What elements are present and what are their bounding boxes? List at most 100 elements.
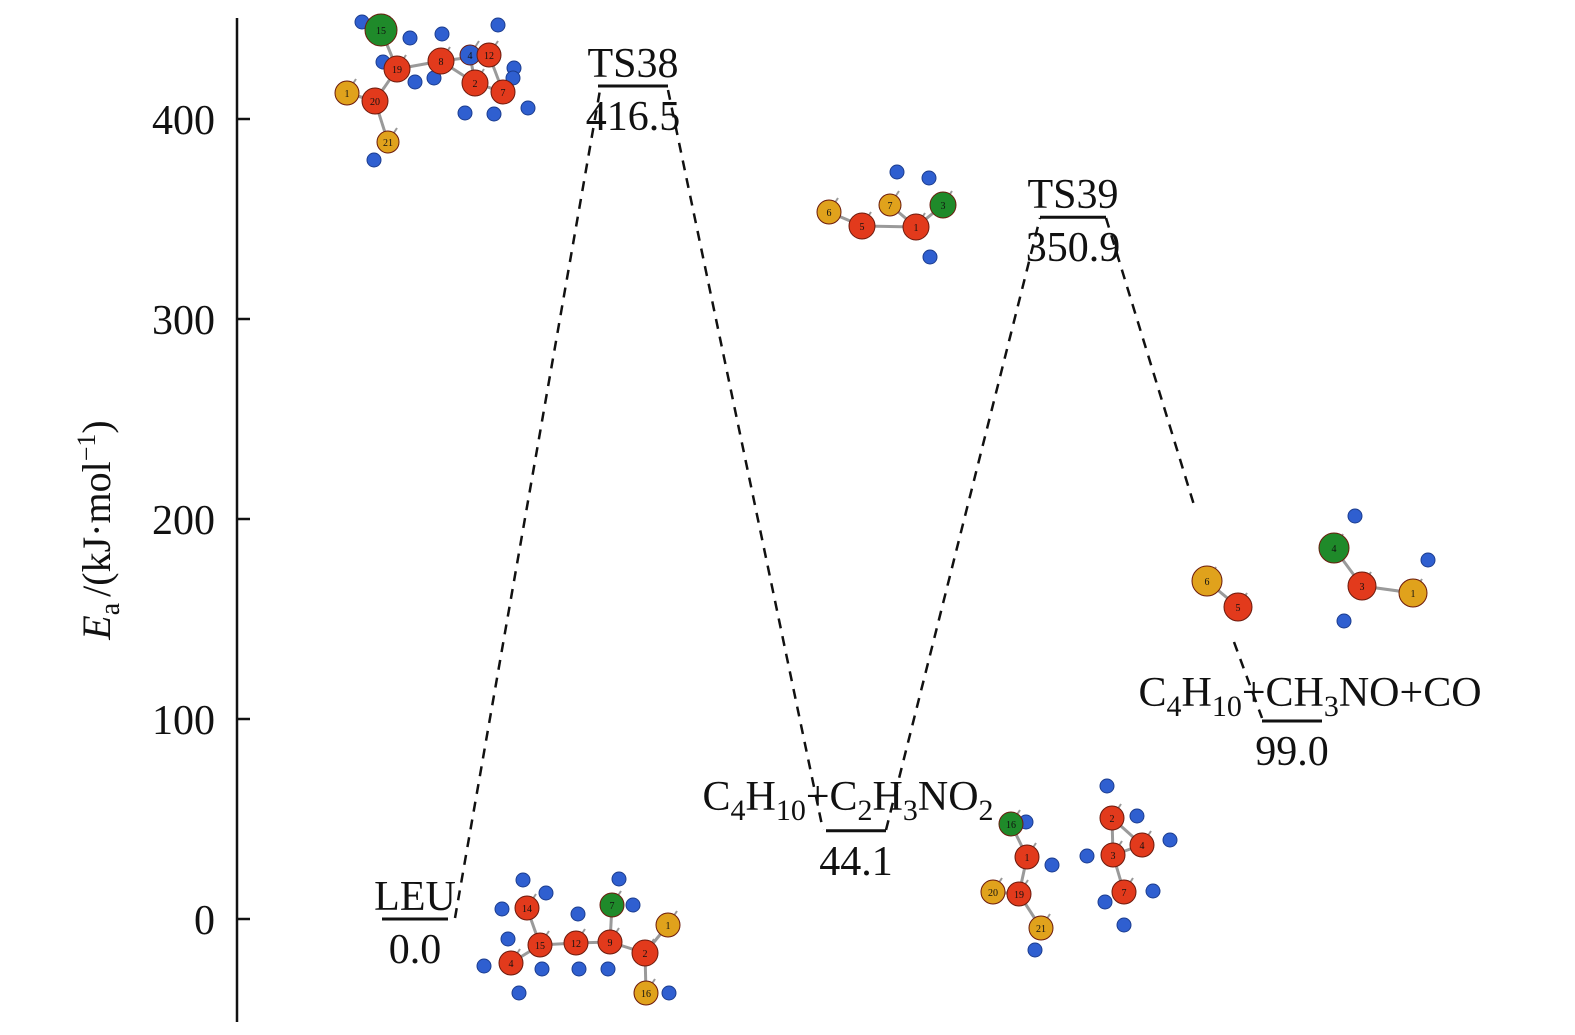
y-tick-label-0: 0 [194, 898, 215, 944]
connector-leu-ts38-c1 [453, 89, 602, 919]
mol-int1-nitrogen-atom-0 [998, 811, 1024, 837]
mol-prod-carbon-atom-3 [1347, 571, 1377, 601]
mol-leu-hydrogen-atom-9 [571, 961, 587, 977]
y-tick-label-300: 300 [152, 298, 215, 344]
mol-leu-nitrogen-atom-4 [599, 892, 625, 918]
connector-ts38-int1-c2 [666, 89, 825, 831]
mol-leu-carbon-atom-0 [514, 895, 540, 921]
mol-ts39-oxygen-atom-2 [878, 193, 902, 217]
energy-label-leu: 0.0 [389, 927, 442, 973]
y-axis-label: Ea/(kJ·mol−1) [72, 420, 126, 640]
mol-ts38-carbon-atom-5 [427, 47, 455, 75]
mol-int1-atom-number-8: 7 [1122, 888, 1127, 899]
mol-prod-hydrogen-atom-0 [1347, 508, 1363, 524]
mol-ts38-hydrogen-atom-1 [402, 30, 418, 46]
ylabel-unit-sup: −1 [72, 434, 101, 462]
mol-leu-hydrogen-atom-1 [538, 885, 554, 901]
mol-leu-hydrogen-atom-0 [515, 872, 531, 888]
mol-ts38-carbon-atom-9 [490, 79, 516, 105]
mol-int1-hydrogen-atom-2 [1027, 942, 1043, 958]
mol-ts38-hydrogen-atom-5 [407, 74, 423, 90]
mol-prod-oxygen-atom-4 [1398, 578, 1428, 608]
mol-leu-carbon-atom-6 [631, 939, 659, 967]
mol-ts38-hydrogen-atom-4 [490, 17, 506, 33]
energy-label-prod: 99.0 [1255, 729, 1329, 775]
mol-leu-hydrogen-atom-3 [500, 931, 516, 947]
mol-int1-atom-number-0: 16 [1006, 820, 1016, 831]
state-label-ts38: TS38 [587, 41, 678, 87]
ylabel-unit-close: ) [74, 420, 119, 433]
y-tick-label-200: 200 [152, 498, 215, 544]
mol-ts38-atom-number-0: 15 [376, 26, 386, 37]
mol-ts38-hydrogen-atom-11 [520, 100, 536, 116]
y-tick-label-400: 400 [152, 98, 215, 144]
mol-ts38-atom-number-5: 8 [439, 57, 444, 68]
mol-int1-hydrogen-atom-4 [1079, 848, 1095, 864]
mol-int1-hydrogen-atom-8 [1097, 894, 1113, 910]
mol-prod-atom-number-1: 5 [1236, 603, 1241, 614]
mol-ts39-carbon-atom-3 [902, 213, 930, 241]
mol-ts38-atom-number-7: 4 [468, 51, 473, 62]
mol-ts39-hydrogen-atom-0 [889, 164, 905, 180]
mol-prod-atom-number-0: 6 [1205, 577, 1210, 588]
mol-prod-hydrogen-atom-1 [1420, 552, 1436, 568]
connector-lines [453, 89, 1264, 919]
mol-int1-carbon-atom-6 [1100, 842, 1126, 868]
mol-leu-hydrogen-atom-6 [570, 906, 586, 922]
mol-int1-atom-number-7: 4 [1140, 841, 1145, 852]
mol-ts38-hydrogen-atom-9 [457, 105, 473, 121]
ylabel-subscript: a [95, 602, 126, 615]
mol-ts38-oxygen-atom-4 [376, 130, 400, 154]
mol-int1-hydrogen-atom-5 [1129, 808, 1145, 824]
mol-int1-hydrogen-atom-7 [1145, 883, 1161, 899]
mol-int1-hydrogen-atom-6 [1162, 832, 1178, 848]
mol-leu-oxygen-atom-7 [655, 912, 681, 938]
mol-leu-carbon-atom-5 [498, 950, 524, 976]
mol-prod-carbon-atom-1 [1223, 592, 1253, 622]
mol-prod-nitrogen-atom-2 [1318, 532, 1350, 564]
mol-leu-hydrogen-atom-10 [600, 961, 616, 977]
mol-prod-hydrogen-atom-2 [1336, 613, 1352, 629]
mol-leu-hydrogen-atom-7 [476, 958, 492, 974]
state-label-int1: C4H10+C2H3NO2 [702, 774, 993, 827]
mol-int1-atom-number-6: 3 [1111, 851, 1116, 862]
mol-leu-hydrogen-atom-2 [494, 901, 510, 917]
mol-leu-carbon-atom-3 [597, 929, 623, 955]
mol-leu-carbon-atom-1 [527, 932, 553, 958]
mol-int1-atom-number-5: 2 [1110, 814, 1115, 825]
mol-leu-atom-number-4: 7 [610, 901, 615, 912]
mol-ts38-atom-number-3: 19 [392, 65, 402, 76]
mol-int1-carbon-atom-5 [1099, 805, 1125, 831]
svg-text:Ea/(kJ·mol−1): Ea/(kJ·mol−1) [72, 420, 126, 640]
mol-ts38-oxygen-atom-1 [334, 80, 360, 106]
mol-int1-carbon-atom-7 [1129, 832, 1155, 858]
energy-label-ts39: 350.9 [1026, 225, 1121, 271]
mol-ts38-carbon-atom-8 [476, 42, 502, 68]
mol-ts38-atom-number-6: 2 [473, 79, 478, 90]
mol-int1-atom-number-1: 1 [1025, 853, 1030, 864]
connector-int1-ts39-c3 [884, 217, 1042, 831]
mol-leu-hydrogen-atom-8 [534, 961, 550, 977]
mol-ts38-carbon-atom-2 [361, 87, 389, 115]
y-tick-label-100: 100 [152, 698, 215, 744]
mol-ts38-nitrogen-atom-0 [364, 13, 398, 47]
mol-int1-carbon-atom-8 [1111, 879, 1137, 905]
mol-ts38-atom-number-8: 12 [484, 51, 494, 62]
connector-ts39-prod-c5 [1232, 641, 1264, 719]
mol-leu-atom-number-2: 12 [571, 939, 581, 950]
mol-ts38-hydrogen-atom-12 [366, 152, 382, 168]
mol-ts38-atom-number-1: 1 [345, 89, 350, 100]
mol-ts39-oxygen-atom-0 [816, 199, 842, 225]
mol-leu-atom-number-1: 15 [535, 941, 545, 952]
mol-int1-hydrogen-atom-3 [1099, 778, 1115, 794]
mol-int1-oxygen-atom-4 [1028, 915, 1054, 941]
mol-int1-carbon-atom-3 [1006, 881, 1032, 907]
mol-int1-atom-number-2: 20 [988, 888, 998, 899]
mol-ts38-atom-number-2: 20 [370, 97, 380, 108]
mol-ts39-atom-number-2: 7 [888, 201, 893, 212]
state-label-leu: LEU [374, 874, 456, 920]
